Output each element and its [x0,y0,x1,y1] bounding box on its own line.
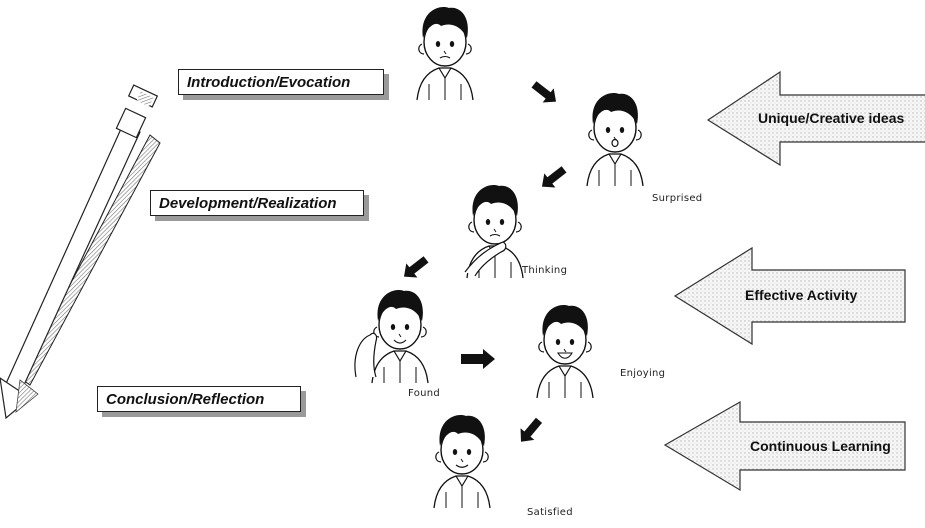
flow-arrow-1 [531,81,557,103]
boy-found [354,289,429,384]
outcome-arrow-unique [706,70,925,167]
phase-introduction-label: Introduction/Evocation [187,73,351,91]
boy-thinking [464,184,524,279]
outcome-arrow-effective [673,246,906,346]
flow-arrow-5 [520,417,543,442]
phase-development: Development/Realization [150,190,364,216]
phase-introduction: Introduction/Evocation [178,69,384,95]
phase-conclusion-label: Conclusion/Reflection [106,390,265,408]
outcome-unique-label: Unique/Creative ideas [758,110,905,126]
emotion-thinking: Thinking [522,265,568,276]
flow-arrow-2 [541,166,567,188]
flow-arrow-4 [461,349,495,369]
emotion-enjoying: Enjoying [620,368,666,379]
flow-arrow-3 [403,256,429,278]
boy-surprised [586,92,644,187]
emotion-surprised: Surprised [652,193,703,204]
phase-conclusion: Conclusion/Reflection [97,386,301,412]
outcome-effective-label: Effective Activity [745,287,858,303]
boy-neutral [416,6,474,101]
outcome-continuous-label: Continuous Learning [750,438,891,454]
boy-enjoying [536,304,594,399]
outcome-arrow-continuous [663,400,906,492]
emotion-satisfied: Satisfied [527,507,573,518]
phase-development-label: Development/Realization [159,194,337,212]
progress-arrow [0,84,161,420]
boy-satisfied [433,414,491,509]
emotion-found: Found [408,388,441,399]
